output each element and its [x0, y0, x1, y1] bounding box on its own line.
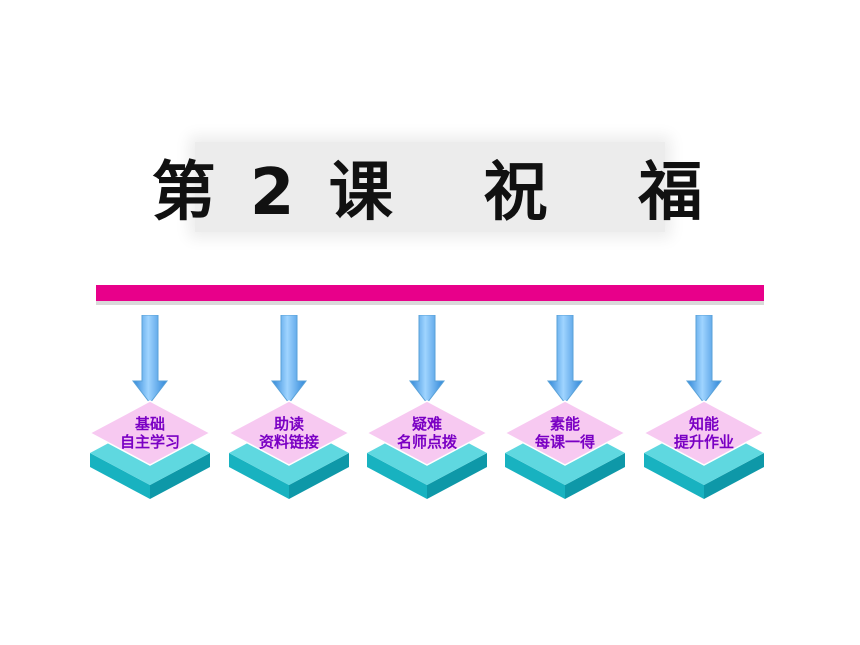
nav-node-2[interactable]: 助读资料链接 [229, 315, 359, 505]
block-left-face [505, 453, 565, 499]
arrow-down-icon [131, 315, 169, 404]
diamond-top [90, 400, 212, 466]
nav-node-3[interactable]: 疑难名师点拨 [367, 315, 497, 505]
arrow-down-icon [685, 315, 723, 404]
nav-node-5[interactable]: 知能提升作业 [644, 315, 774, 505]
block-right-face [427, 453, 487, 499]
node-label-line2: 提升作业 [673, 433, 734, 451]
timeline-bar [96, 285, 764, 305]
block-right-face [289, 453, 349, 499]
node-label-line2: 自主学习 [119, 433, 180, 451]
lesson-title: 第 2 课 祝 福 [151, 156, 709, 230]
diamond-top [644, 400, 766, 466]
title-banner: 第 2 课 祝 福 [152, 142, 702, 232]
node-label: 基础自主学习 [90, 415, 210, 451]
node-label-line1: 疑难 [411, 415, 442, 433]
arrow-down-icon [408, 315, 446, 404]
node-label-line2: 资料链接 [258, 433, 319, 451]
block-right-face [704, 453, 764, 499]
diamond-top [505, 400, 627, 466]
node-label-line2: 名师点拨 [396, 433, 457, 451]
node-label: 助读资料链接 [229, 415, 349, 451]
nav-node-1[interactable]: 基础自主学习 [90, 315, 220, 505]
block-left-face [367, 453, 427, 499]
node-label-line2: 每课一得 [534, 433, 595, 451]
node-graphic [229, 315, 351, 499]
node-label-line1: 知能 [688, 415, 719, 433]
diamond-top [367, 400, 489, 466]
node-graphic [367, 315, 489, 499]
nav-node-4[interactable]: 素能每课一得 [505, 315, 635, 505]
node-label-line1: 素能 [549, 415, 580, 433]
arrow-down-icon [270, 315, 308, 404]
diamond-top [229, 400, 351, 466]
block-left-face [90, 453, 150, 499]
block-left-face [229, 453, 289, 499]
block-left-face [644, 453, 704, 499]
node-label: 疑难名师点拨 [367, 415, 487, 451]
node-label: 素能每课一得 [505, 415, 625, 451]
node-label-line1: 基础 [134, 415, 165, 433]
node-graphic [90, 315, 212, 499]
block-right-face [150, 453, 210, 499]
node-graphic [644, 315, 766, 499]
arrow-down-icon [546, 315, 584, 404]
node-label-line1: 助读 [273, 415, 304, 433]
block-right-face [565, 453, 625, 499]
node-graphic [505, 315, 627, 499]
node-label: 知能提升作业 [644, 415, 764, 451]
